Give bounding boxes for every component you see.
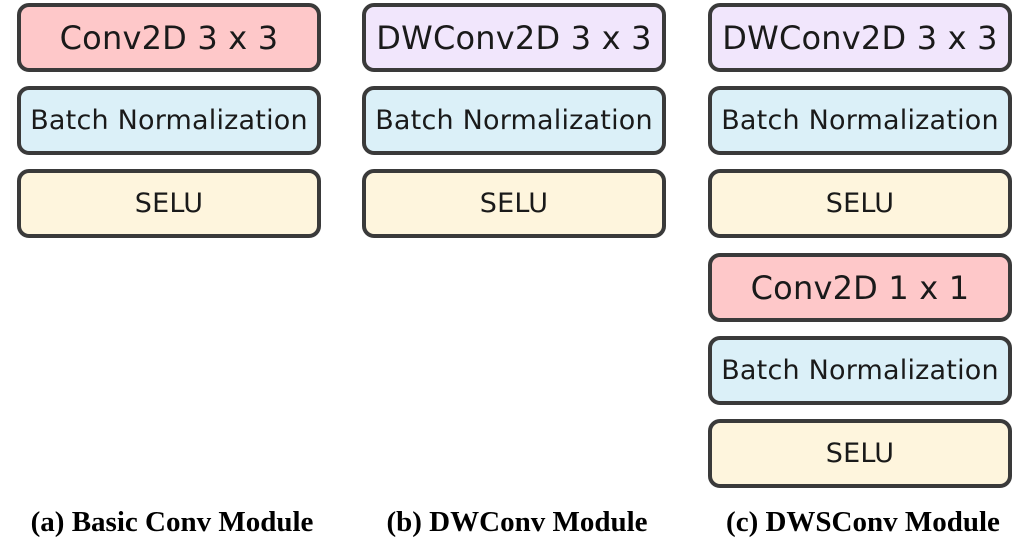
module-caption: (c) DWSConv Module: [726, 506, 1000, 538]
selu-layer: SELU: [17, 169, 321, 238]
dwconv2d-3x3-layer: DWConv2D 3 x 3: [708, 3, 1012, 72]
selu-layer: SELU: [708, 419, 1012, 488]
batch-normalization-layer: Batch Normalization: [708, 86, 1012, 155]
module-caption: (a) Basic Conv Module: [30, 506, 314, 538]
dwconv-module: DWConv2D 3 x 3 Batch Normalization SELU …: [362, 0, 672, 544]
batch-normalization-layer: Batch Normalization: [17, 86, 321, 155]
batch-normalization-layer: Batch Normalization: [362, 86, 666, 155]
dwconv2d-3x3-layer: DWConv2D 3 x 3: [362, 3, 666, 72]
basic-conv-module: Conv2D 3 x 3 Batch Normalization SELU (a…: [17, 0, 327, 544]
batch-normalization-layer: Batch Normalization: [708, 336, 1012, 405]
dwsconv-module: DWConv2D 3 x 3 Batch Normalization SELU …: [708, 0, 1018, 544]
module-caption: (b) DWConv Module: [386, 506, 648, 538]
conv2d-3x3-layer: Conv2D 3 x 3: [17, 3, 321, 72]
selu-layer: SELU: [708, 169, 1012, 238]
conv2d-1x1-layer: Conv2D 1 x 1: [708, 253, 1012, 322]
selu-layer: SELU: [362, 169, 666, 238]
